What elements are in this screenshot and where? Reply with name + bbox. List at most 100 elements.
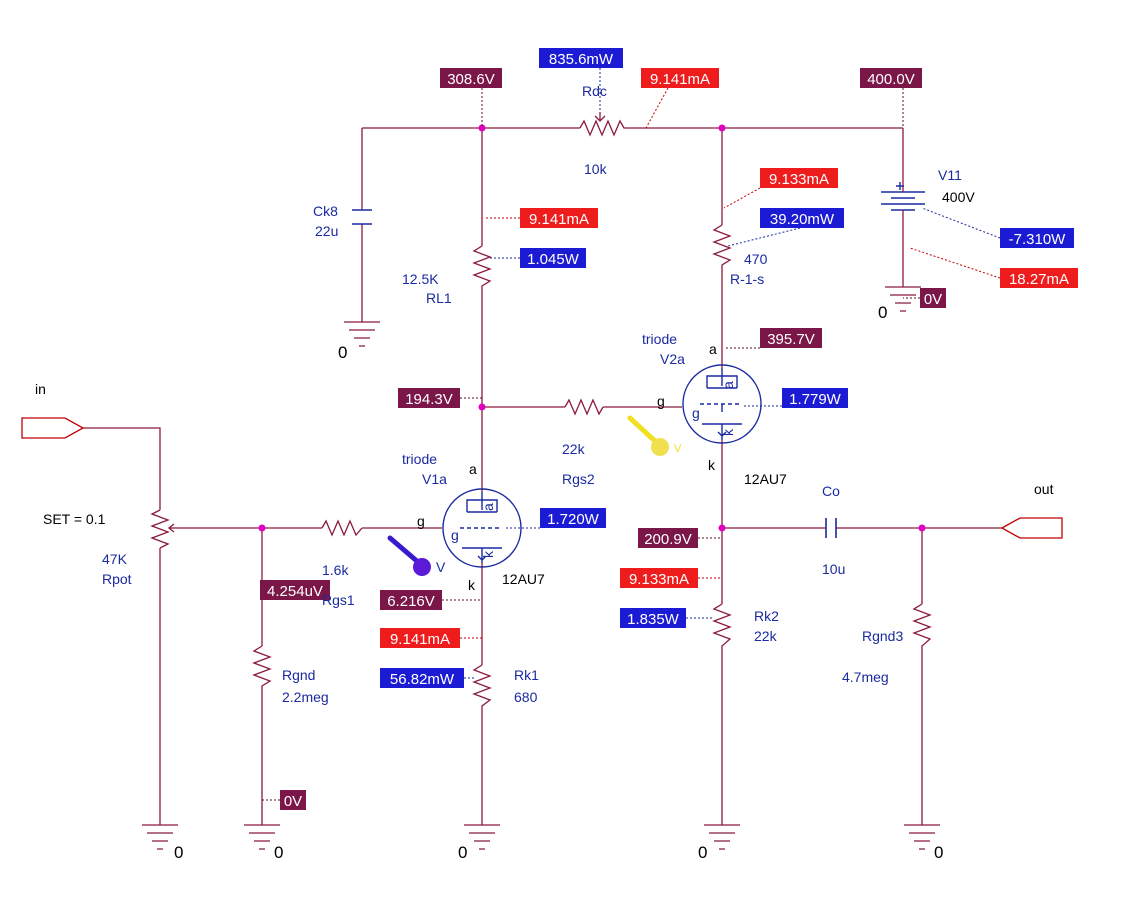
tag-v1a-cathode-voltage: 6.216V <box>380 590 442 610</box>
svg-text:1.779W: 1.779W <box>789 391 842 408</box>
output-port[interactable] <box>1000 517 1063 539</box>
r1s-resistor[interactable] <box>712 224 732 270</box>
tag-v1a-power: 1.720W <box>540 508 606 528</box>
tag-supply-voltage: 400.0V <box>860 68 922 88</box>
rgs2-name: Rgs2 <box>562 471 595 487</box>
v11-source[interactable] <box>881 182 925 218</box>
tag-v2a-cathode-voltage: 200.9V <box>638 528 698 548</box>
rdc-value: 10k <box>584 161 608 177</box>
tag-leaders <box>262 68 1001 801</box>
svg-text:9.141mA: 9.141mA <box>650 71 710 88</box>
rk1-resistor[interactable] <box>472 664 492 712</box>
rpot-setting: SET = 0.1 <box>43 511 106 527</box>
v1a-name: V1a <box>422 471 447 487</box>
rl1-value: 12.5K <box>402 271 439 287</box>
rpot-resistor[interactable] <box>150 509 176 549</box>
input-port[interactable] <box>21 417 85 439</box>
svg-text:1.045W: 1.045W <box>527 251 580 268</box>
ground-in <box>142 824 178 850</box>
co-value: 10u <box>822 561 845 577</box>
tag-v1a-anode-voltage: 194.3V <box>398 388 460 408</box>
ground-rgnd3 <box>904 824 940 850</box>
svg-text:9.133mA: 9.133mA <box>629 571 689 588</box>
tag-r1s-power: 39.20mW <box>760 208 844 228</box>
rgnd3-name: Rgnd3 <box>862 628 903 644</box>
v1a-grid-inner: g <box>451 527 459 543</box>
rgs2-value: 22k <box>562 441 586 457</box>
rgnd-name: Rgnd <box>282 667 315 683</box>
v2a-anode-inner: a <box>720 381 736 389</box>
svg-text:1.835W: 1.835W <box>627 611 680 628</box>
svg-text:0V: 0V <box>284 793 302 810</box>
tag-b-plus-voltage: 308.6V <box>440 68 502 88</box>
rl1-name: RL1 <box>426 290 452 306</box>
tag-v11-power: -7.310W <box>1000 228 1074 248</box>
svg-text:308.6V: 308.6V <box>447 71 495 88</box>
tag-v1a-grid-voltage: 4.254uV <box>260 580 330 600</box>
ck8-value: 22u <box>315 223 338 239</box>
v2a-triode[interactable] <box>682 364 762 444</box>
v1a-triode[interactable] <box>442 488 522 568</box>
wires <box>83 127 1002 825</box>
rl1-resistor[interactable] <box>472 245 492 290</box>
rk2-resistor[interactable] <box>712 603 732 652</box>
r1s-name: R-1-s <box>730 271 764 287</box>
rk1-name: Rk1 <box>514 667 539 683</box>
rgnd3-resistor[interactable] <box>912 603 932 652</box>
ground-ck8 <box>344 321 380 347</box>
ground-symbols <box>142 286 940 850</box>
rk2-value: 22k <box>754 628 778 644</box>
ground-label-rgnd: 0 <box>274 843 283 862</box>
svg-text:835.6mW: 835.6mW <box>549 51 614 68</box>
co-name: Co <box>822 483 840 499</box>
ground-rk1 <box>464 824 500 850</box>
rdc-resistor[interactable] <box>579 112 628 137</box>
rgs2-resistor[interactable] <box>564 398 604 416</box>
svg-text:9.141mA: 9.141mA <box>529 211 589 228</box>
rgs1-resistor[interactable] <box>321 519 363 537</box>
v2a-name: V2a <box>660 351 685 367</box>
tag-rk1-current: 9.141mA <box>380 628 460 648</box>
v2a-cathode-pin: k <box>708 457 716 473</box>
v2a-cathode-inner: k <box>720 428 736 436</box>
tag-rk2-power: 1.835W <box>620 608 686 628</box>
v1a-cathode-inner: k <box>480 550 496 558</box>
v2a-type: triode <box>642 331 677 347</box>
rdc-name: Rdc <box>582 83 607 99</box>
v1a-type: triode <box>402 451 437 467</box>
rk1-value: 680 <box>514 689 538 705</box>
tag-v11-current: 18.27mA <box>1000 268 1078 288</box>
tag-rgnd-ground-voltage: 0V <box>280 790 306 810</box>
tag-rdc-power: 835.6mW <box>539 48 623 68</box>
svg-text:9.141mA: 9.141mA <box>390 631 450 648</box>
ground-label-rgnd3: 0 <box>934 843 943 862</box>
probe-v1a-grid[interactable] <box>387 535 431 576</box>
ck8-capacitor[interactable] <box>352 209 372 225</box>
tag-rl1-current: 9.141mA <box>520 208 598 228</box>
rgnd-resistor[interactable] <box>252 645 272 690</box>
svg-text:1.720W: 1.720W <box>547 511 600 528</box>
tag-v2a-anode-voltage: 395.7V <box>760 328 822 348</box>
rpot-value: 47K <box>102 551 128 567</box>
svg-text:56.82mW: 56.82mW <box>390 671 455 688</box>
v2a-anode-pin: a <box>709 341 717 357</box>
svg-text:18.27mA: 18.27mA <box>1009 271 1069 288</box>
svg-text:6.216V: 6.216V <box>387 593 435 610</box>
tag-v11-ground-voltage: 0V <box>920 288 946 308</box>
ground-label-rk2: 0 <box>698 843 707 862</box>
co-capacitor[interactable] <box>822 518 840 538</box>
tag-r1s-current: 9.133mA <box>760 168 838 188</box>
input-port-label: in <box>35 381 46 397</box>
svg-text:-7.310W: -7.310W <box>1009 231 1067 248</box>
rgnd3-value: 4.7meg <box>842 669 889 685</box>
tag-v2a-power: 1.779W <box>782 388 848 408</box>
ground-label-rk1: 0 <box>458 843 467 862</box>
v11-name: V11 <box>938 167 962 183</box>
v2a-grid-pin: g <box>657 393 665 409</box>
probe-v2a-grid[interactable] <box>627 415 669 456</box>
v2a-part: 12AU7 <box>744 471 787 487</box>
rk2-name: Rk2 <box>754 608 779 624</box>
rgs1-value: 1.6k <box>322 562 349 578</box>
tag-rdc-current: 9.141mA <box>641 68 719 88</box>
